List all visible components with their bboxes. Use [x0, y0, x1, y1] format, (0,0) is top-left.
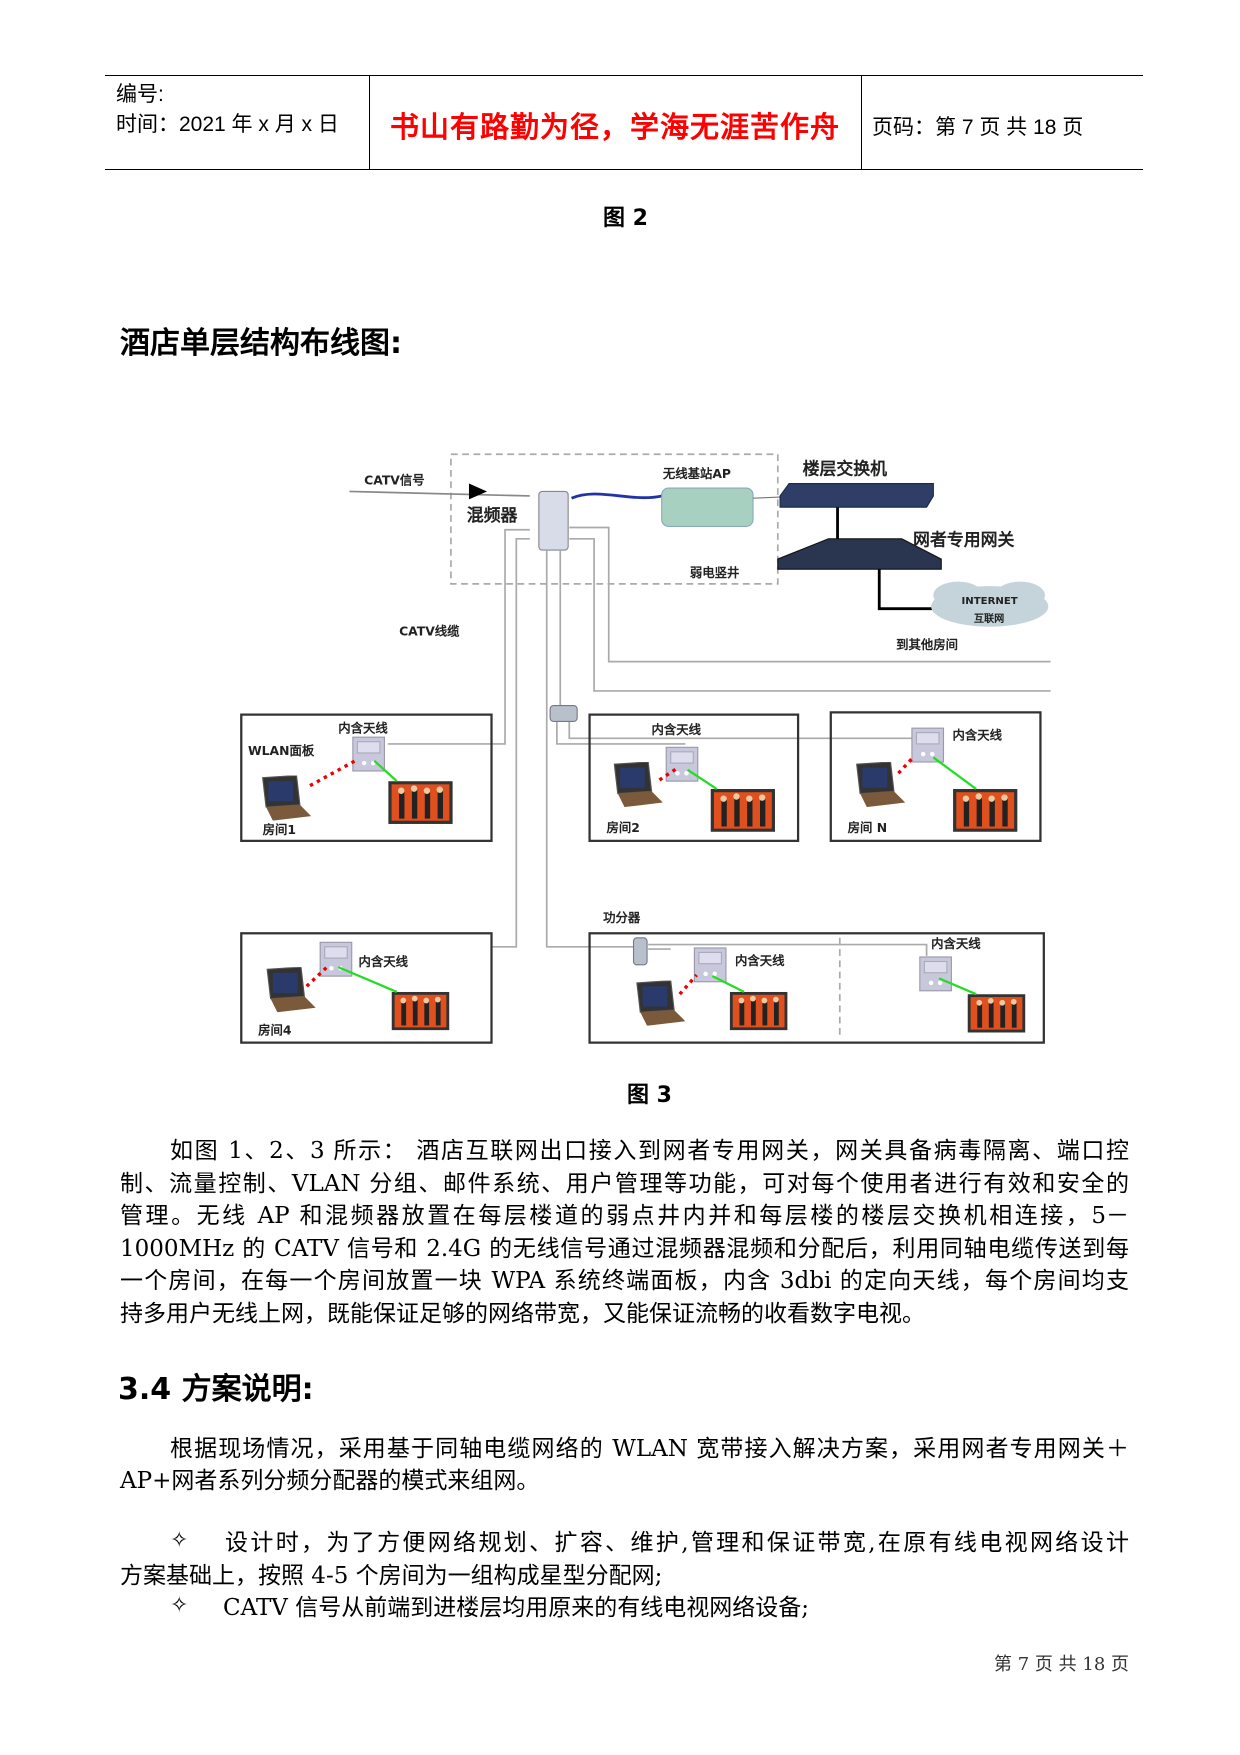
doc-number-label: 编号:	[116, 83, 164, 106]
section-34-heading: 3.4 方案说明:	[118, 1372, 314, 1407]
floor-switch-icon	[779, 482, 934, 508]
bullet-icon: ✧	[170, 1593, 189, 1618]
wlan-panel-icon	[911, 727, 945, 763]
antenna-label: 内含天线	[652, 722, 702, 737]
power-splitter-label: 功分器	[603, 910, 641, 925]
shaft-box	[450, 453, 779, 585]
paragraph-line: AP+网者系列分频分配器的模式来组网。	[120, 1468, 540, 1494]
power-splitter-icon	[632, 937, 648, 966]
bullet-line: CATV 信号从前端到进楼层均用原来的有线电视网络设备;	[223, 1595, 809, 1621]
room-label: 房间 N	[848, 820, 887, 835]
mixer-icon	[538, 490, 569, 551]
catv-signal-arrow	[373, 760, 398, 782]
tv-icon	[967, 994, 1026, 1033]
header-page-label: 页码：第 7 页 共 18 页	[872, 116, 1084, 139]
tv-icon	[388, 781, 453, 824]
wlan-panel-icon	[665, 746, 699, 782]
paragraph-line: 管理。无线 AP 和混频器放置在每层楼道的弱点井内并和每层楼的楼层交换机相连接，…	[120, 1203, 1129, 1229]
catv-signal-arrow	[932, 756, 977, 790]
room-box	[588, 932, 1045, 1044]
antenna-label: 内含天线	[931, 936, 981, 951]
wifi-signal	[658, 767, 678, 782]
blue-cable	[570, 492, 663, 500]
catv-signal-label: CATV信号	[364, 473, 424, 488]
other-rooms-label: 到其他房间	[896, 637, 958, 652]
laptop-icon	[262, 775, 312, 821]
shaft-label: 弱电竖井	[690, 565, 740, 580]
tv-icon	[729, 991, 788, 1031]
paragraph-line: 一个房间，在每一个房间放置一块 WPA 系统终端面板，内含 3dbi 的定向天线…	[120, 1268, 1129, 1294]
header-divider	[369, 75, 370, 169]
header-top-rule	[105, 75, 1143, 76]
page-footer: 第 7 页 共 18 页	[994, 1654, 1129, 1675]
antenna-label: 内含天线	[338, 721, 388, 736]
doc-time-label: 时间：2021 年 x 月 x 日	[116, 113, 339, 136]
laptop-icon	[613, 761, 664, 808]
catv-signal-arrow	[337, 966, 398, 993]
internet-en-label: INTERNET	[962, 596, 1018, 607]
room-splitter-icon	[549, 705, 578, 722]
coax-cables	[387, 526, 1051, 956]
catv-signal-arrow	[711, 975, 745, 993]
tv-icon	[710, 789, 775, 832]
laptop-icon	[636, 980, 686, 1026]
switch-label: 楼层交换机	[803, 459, 888, 479]
antenna-label: 内含天线	[735, 953, 785, 968]
catv-input-line	[349, 490, 530, 497]
room-label: 房间1	[263, 822, 296, 837]
wlan-panel-label: WLAN面板	[248, 743, 315, 758]
gateway-icon	[777, 538, 942, 570]
antenna-label: 内含天线	[358, 954, 408, 969]
laptop-icon	[856, 761, 906, 808]
internet-cn-label: 互联网	[974, 612, 1004, 625]
figure3-caption: 图 3	[627, 1083, 672, 1108]
catv-cable-label: CATV线缆	[399, 624, 460, 639]
bullet-line: 方案基础上，按照 4-5 个房间为一组构成星型分配网;	[120, 1563, 663, 1589]
room-box	[588, 713, 800, 842]
gateway-internet-line	[877, 569, 934, 611]
bullet-line: 设计时，为了方便网络规划、扩容、维护,管理和保证带宽,在原有线电视网络设计	[225, 1530, 1129, 1556]
bullet-icon: ✧	[170, 1528, 189, 1553]
tv-icon	[953, 789, 1018, 832]
antenna-label: 内含天线	[953, 727, 1003, 742]
room-box	[829, 711, 1042, 842]
ap-switch-line	[752, 496, 781, 499]
room-box	[240, 713, 493, 842]
paragraph-line: 1000MHz 的 CATV 信号和 2.4G 的无线信号通过混频器混频和分配后…	[120, 1236, 1129, 1262]
paragraph-line: 持多用户无线上网，既能保证足够的网络带宽，又能保证流畅的收看数字电视。	[120, 1301, 925, 1327]
paragraph-line: 如图 1、2、3 所示： 酒店互联网出口接入到网者专用网关，网关具备病毒隔离、端…	[170, 1138, 1129, 1164]
paragraph-line: 制、流量控制、VLAN 分组、邮件系统、用户管理等功能，可对每个使用者进行有效和…	[120, 1171, 1129, 1197]
wlan-panel-icon	[693, 947, 727, 983]
room-label: 房间4	[258, 1023, 292, 1038]
wlan-panel-icon	[919, 956, 952, 992]
header-divider	[861, 75, 862, 169]
catv-arrow-icon	[468, 483, 487, 500]
ap-icon	[661, 487, 754, 527]
room-label: 房间2	[606, 820, 639, 835]
catv-signal-arrow	[687, 768, 718, 790]
header-motto: 书山有路勤为径，学海无涯苦作舟	[389, 110, 840, 144]
paragraph-line: 根据现场情况，采用基于同轴电缆网络的 WLAN 宽带接入解决方案，采用网者专用网…	[170, 1436, 1129, 1462]
wifi-signal	[309, 759, 356, 788]
mixer-label: 混频器	[467, 505, 519, 525]
wifi-signal	[897, 756, 915, 775]
laptop-icon	[266, 967, 317, 1013]
section-heading: 酒店单层结构布线图:	[120, 326, 402, 361]
catv-signal-arrow	[938, 977, 977, 996]
internet-cloud-icon	[931, 581, 1049, 627]
ap-label: 无线基站AP	[662, 466, 731, 481]
gateway-label: 网者专用网关	[913, 530, 1014, 550]
room-box	[240, 932, 493, 1044]
tv-icon	[391, 991, 450, 1031]
header-bottom-rule	[105, 169, 1143, 170]
figure2-caption: 图 2	[603, 206, 648, 231]
